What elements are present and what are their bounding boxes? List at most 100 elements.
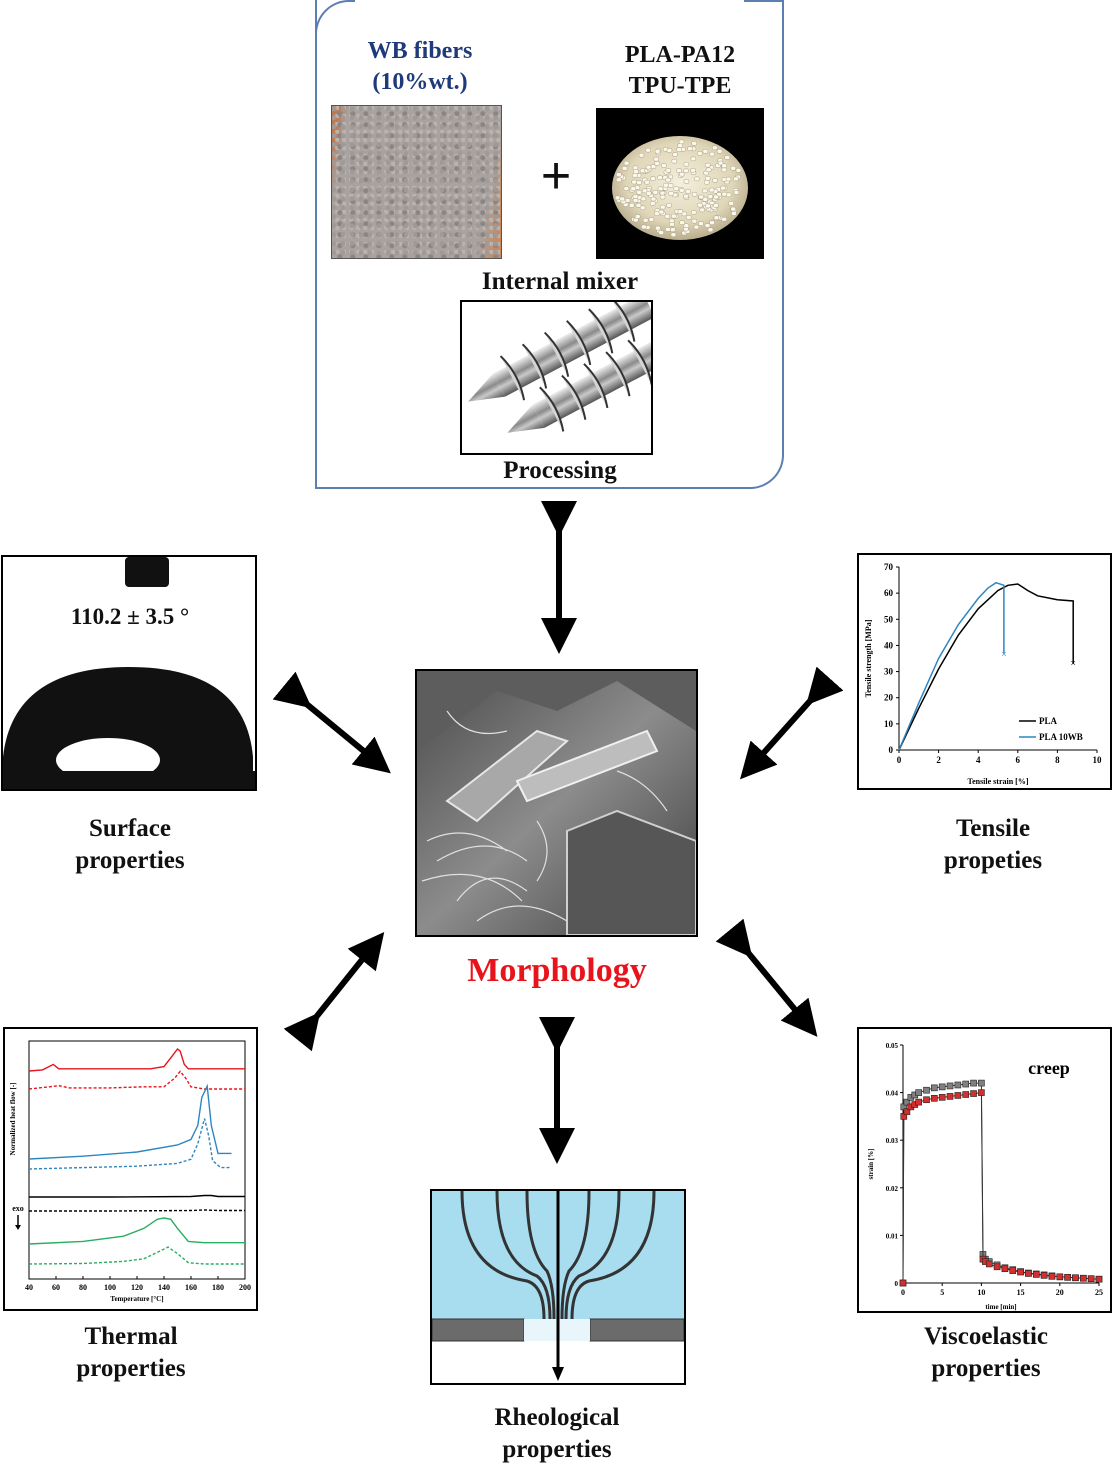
pellet — [711, 145, 718, 151]
morphology-title: Morphology — [467, 952, 647, 989]
pellet — [691, 141, 697, 146]
pellet — [664, 214, 671, 219]
y-tick-label: 30 — [884, 667, 894, 677]
rheological-label: Rheological properties — [457, 1402, 657, 1466]
pellet — [668, 191, 674, 196]
pellet — [708, 187, 715, 193]
pellet — [683, 193, 689, 199]
y-tick-label: 50 — [884, 614, 894, 624]
creep-point-1 — [985, 1260, 993, 1268]
dsc-curve-2 — [28, 1083, 232, 1160]
pellet — [698, 194, 704, 200]
pellet — [616, 172, 622, 177]
pellet — [631, 179, 637, 185]
pellet — [702, 149, 709, 154]
x-tick-label: 25 — [1095, 1288, 1103, 1297]
creep-point-1 — [1080, 1274, 1087, 1282]
x-axis-label: Tensile strain [%] — [967, 777, 1028, 786]
pellet — [633, 169, 639, 174]
pellet — [671, 158, 678, 164]
creep-point-0 — [946, 1082, 954, 1090]
pellet — [709, 151, 715, 157]
creep-point-1 — [993, 1263, 1001, 1271]
polymers-label: PLA-PA12 TPU-TPE — [590, 40, 770, 102]
x-axis-label: time [min] — [985, 1303, 1016, 1311]
wb-fibers-line1: WB fibers — [367, 38, 473, 64]
pellet — [704, 176, 711, 181]
creep-point-1 — [1001, 1265, 1009, 1273]
tensile-label-line2: propeties — [943, 847, 1043, 874]
pellet — [641, 188, 648, 194]
pellet — [671, 213, 677, 219]
plus-sign: + — [540, 147, 572, 205]
creep-point-1 — [1032, 1271, 1040, 1278]
pellet — [644, 179, 650, 185]
y-tick-label: 20 — [884, 693, 894, 703]
pellet — [730, 165, 736, 171]
pellet — [713, 215, 720, 221]
pellet — [654, 161, 660, 166]
x-tick-label: 6 — [1016, 755, 1021, 765]
twin-screw-image — [460, 300, 653, 455]
creep-point-1 — [970, 1090, 977, 1097]
pellet — [690, 167, 696, 173]
pellet — [663, 182, 669, 188]
y-tick-label: 0.01 — [886, 1232, 899, 1240]
dsc-curve-7 — [28, 1246, 245, 1265]
pellet — [649, 201, 656, 206]
y-tick-label: 60 — [884, 588, 894, 598]
morphology-sem-image — [415, 669, 698, 937]
pellet — [641, 224, 647, 230]
contact-angle-image — [1, 555, 257, 791]
pellet — [639, 205, 646, 211]
pellet — [640, 196, 647, 202]
y-tick-label: 0.05 — [886, 1042, 899, 1050]
dsc-curve-0 — [28, 1048, 245, 1072]
y-tick-label: 40 — [884, 640, 894, 650]
pellet — [670, 232, 677, 237]
pellet — [690, 210, 697, 215]
surface-label-line2: properties — [75, 847, 185, 874]
pellet — [678, 188, 685, 193]
pellet — [632, 198, 639, 203]
pellet — [705, 203, 711, 209]
pellet — [645, 191, 652, 196]
pellet — [690, 156, 697, 162]
pellet — [630, 186, 637, 191]
x-tick-label: 60 — [52, 1283, 60, 1292]
pellet — [733, 190, 740, 195]
pellet — [678, 139, 685, 145]
creep-point-1 — [899, 1279, 907, 1287]
pellet — [665, 177, 671, 183]
pellet — [685, 215, 692, 220]
x-axis-label: Temperature [°C] — [110, 1295, 163, 1303]
pellet — [655, 225, 661, 231]
pellet — [623, 160, 630, 166]
pellet — [654, 149, 661, 154]
creep-point-0 — [962, 1080, 970, 1088]
pellet — [694, 176, 700, 182]
creep-point-1 — [1009, 1267, 1017, 1274]
x-tick-label: 20 — [1056, 1288, 1064, 1297]
pellet — [659, 204, 666, 210]
x-tick-label: 80 — [79, 1283, 87, 1292]
pellet — [667, 183, 674, 188]
creep-point-1 — [946, 1093, 954, 1100]
pellet — [645, 147, 651, 153]
y-axis-label: Tensile strength [MPa] — [864, 619, 873, 697]
pellet — [713, 194, 719, 200]
flow-svg — [432, 1191, 684, 1383]
pellet — [632, 194, 639, 199]
creep-point-1 — [1095, 1275, 1103, 1283]
pellet — [704, 223, 711, 228]
pellet — [702, 188, 708, 194]
creep-point-0 — [978, 1079, 985, 1087]
pellet — [657, 186, 664, 192]
creep-annotation: creep — [1028, 1058, 1070, 1078]
x-tick-label: 10 — [1093, 755, 1103, 765]
viscoelastic-label-line1: Viscoelastic — [923, 1323, 1049, 1350]
rheological-label-line1: Rheological — [494, 1404, 620, 1431]
pellet — [657, 175, 663, 180]
